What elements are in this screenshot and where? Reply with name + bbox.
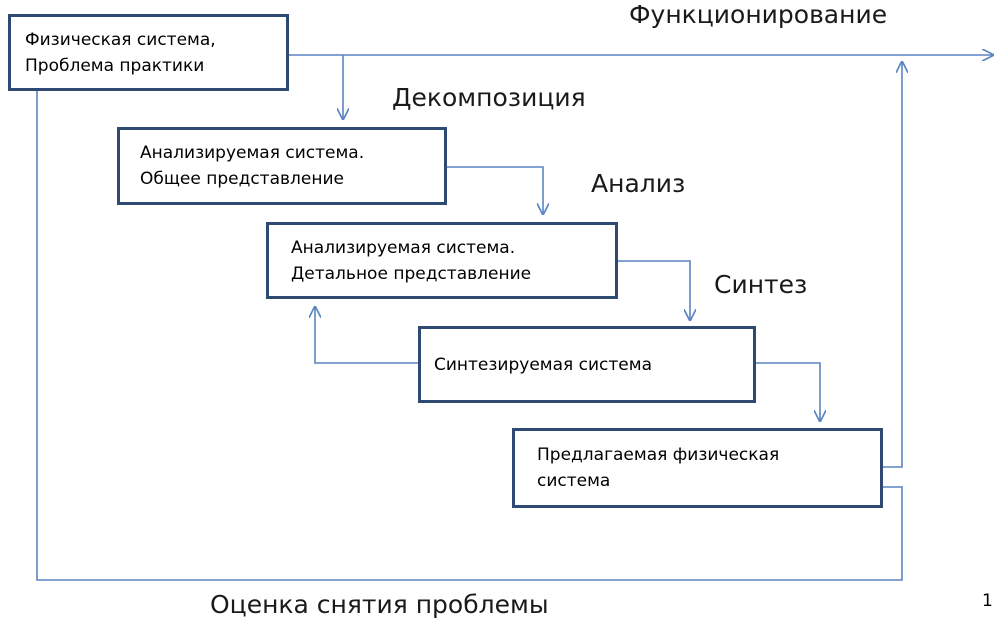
synthesized-system-box: Синтезируемая система [418,326,756,403]
analysis-label: Анализ [591,169,686,198]
synthesis-arrow [618,260,690,320]
proposed-system-text: Предлагаемая физическая система [537,445,780,491]
physical-system-box: Физическая система, Проблема практики [8,14,289,91]
feedback-arrow [315,307,418,364]
page-number: 1 [982,591,993,611]
implementation-arrow [883,62,902,468]
evaluation-arrow [37,79,903,581]
synthesized-system-text: Синтезируемая система [434,354,653,375]
proposed-system-box: Предлагаемая физическая система [512,428,883,508]
analyzed-system-detailed-box: Анализируемая система. Детальное предста… [266,222,618,299]
proposal-arrow [756,362,820,421]
synthesis-label: Синтез [714,270,808,299]
evaluation-label: Оценка снятия проблемы [210,590,549,619]
analysis-arrow [447,166,543,214]
functioning-label: Функционирование [629,0,888,29]
analyzed-system-general-text: Анализируемая система. Общее представлен… [140,143,365,189]
decomposition-label: Декомпозиция [392,83,586,112]
analyzed-system-general-box: Анализируемая система. Общее представлен… [117,127,447,205]
analyzed-system-detailed-text: Анализируемая система. Детальное предста… [291,237,532,284]
physical-system-text: Физическая система, Проблема практики [25,29,216,76]
